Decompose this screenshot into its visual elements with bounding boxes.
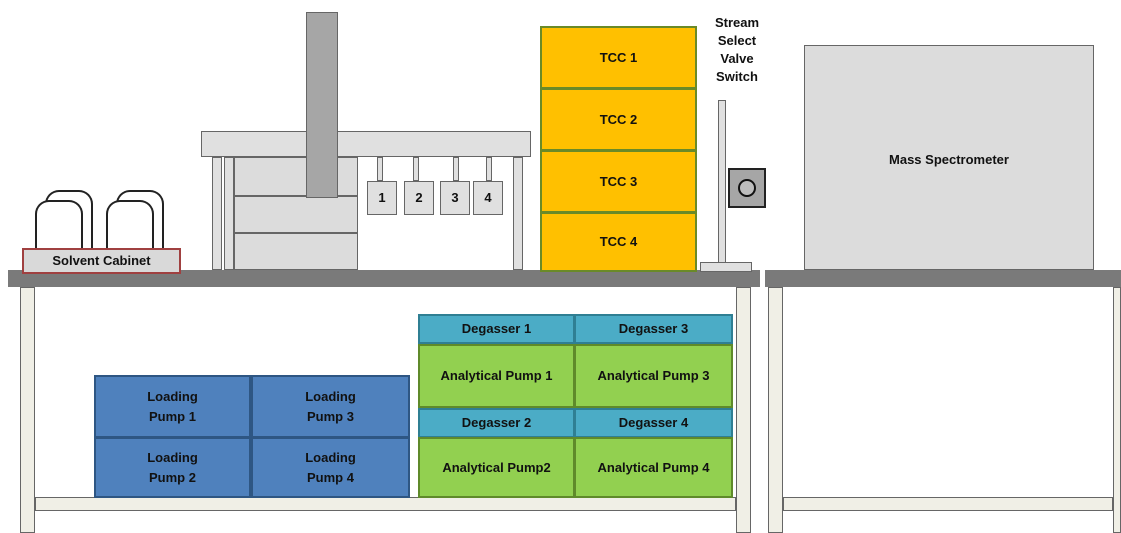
valve-post <box>718 100 726 265</box>
loading-pump-2: Loading Pump 2 <box>94 437 251 498</box>
main-bench-top <box>8 270 760 287</box>
loading-pump-1: Loading Pump 1 <box>94 375 251 438</box>
autosampler-leg <box>224 157 234 270</box>
analytical-pump-2: Analytical Pump2 <box>418 437 575 498</box>
fraction-stem <box>486 157 492 181</box>
autosampler-leg <box>212 157 222 270</box>
degasser-2: Degasser 2 <box>418 408 575 438</box>
analytical-pump-1: Analytical Pump 1 <box>418 344 575 408</box>
fraction-stem <box>413 157 419 181</box>
tcc-4: TCC 4 <box>540 212 697 272</box>
ms-bench-leg-right <box>1113 287 1121 533</box>
autosampler-body <box>234 157 358 270</box>
tcc-2: TCC 2 <box>540 88 697 151</box>
degasser-1: Degasser 1 <box>418 314 575 344</box>
analytical-pump-4: Analytical Pump 4 <box>574 437 733 498</box>
autosampler-crossbar <box>201 131 531 157</box>
degasser-3: Degasser 3 <box>574 314 733 344</box>
main-bench-leg-left <box>20 287 35 533</box>
ms-bench-shelf <box>783 497 1113 511</box>
solvent-bottle <box>106 200 154 250</box>
mass-spectrometer-label: Mass Spectrometer <box>889 152 1009 167</box>
solvent-bottle <box>35 200 83 250</box>
autosampler-arm <box>306 12 338 198</box>
valve-knob-icon <box>738 179 756 197</box>
stream-select-label: Stream Select Valve Switch <box>714 15 760 84</box>
fraction-stem <box>377 157 383 181</box>
main-bench-shelf <box>35 497 736 511</box>
fraction-box-1: 1 <box>367 181 397 215</box>
ms-bench-top <box>765 270 1121 287</box>
loading-pump-4: Loading Pump 4 <box>251 437 410 498</box>
mass-spectrometer: Mass Spectrometer <box>804 45 1094 270</box>
fraction-box-2: 2 <box>404 181 434 215</box>
valve-base <box>700 262 752 272</box>
ms-bench-leg-left <box>768 287 783 533</box>
main-bench-leg-right <box>736 287 751 533</box>
autosampler-divider <box>234 232 358 234</box>
fraction-stem <box>453 157 459 181</box>
valve-switch <box>728 168 766 208</box>
loading-pump-3: Loading Pump 3 <box>251 375 410 438</box>
fraction-box-4: 4 <box>473 181 503 215</box>
autosampler-leg <box>513 157 523 270</box>
solvent-cabinet: Solvent Cabinet <box>22 248 181 274</box>
tcc-3: TCC 3 <box>540 150 697 213</box>
analytical-pump-3: Analytical Pump 3 <box>574 344 733 408</box>
autosampler-divider <box>234 195 358 197</box>
degasser-4: Degasser 4 <box>574 408 733 438</box>
fraction-box-3: 3 <box>440 181 470 215</box>
tcc-1: TCC 1 <box>540 26 697 89</box>
